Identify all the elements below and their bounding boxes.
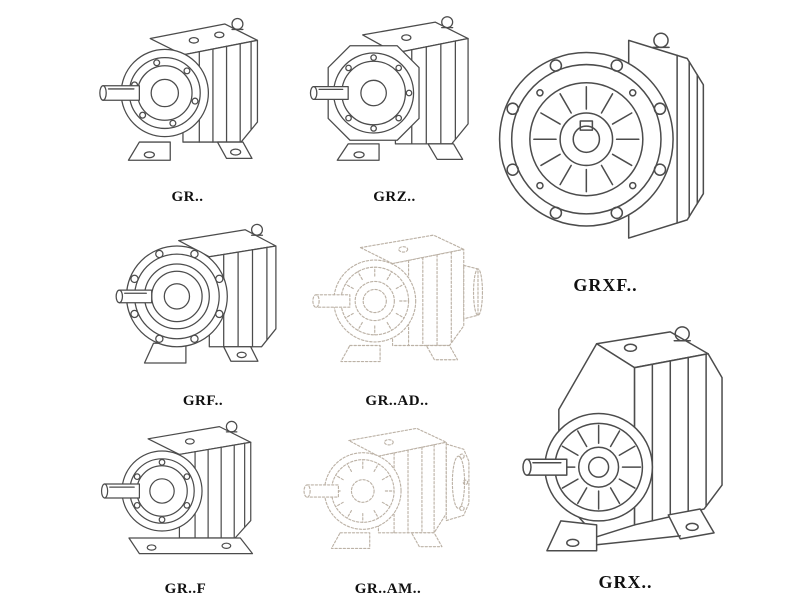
grad-gearbox-drawing xyxy=(292,212,502,390)
gr-gearbox-drawing xyxy=(85,4,290,186)
figure-gram: GR..AM.. xyxy=(288,404,488,600)
figure-label-gram: GR..AM.. xyxy=(354,581,422,597)
grfoot-gearbox-drawing xyxy=(83,404,288,578)
figure-grfoot: GR..F xyxy=(83,404,288,600)
grxf-gearbox-drawing xyxy=(488,0,723,272)
figure-label-gr: GR.. xyxy=(171,188,204,205)
figure-grz: GRZ.. xyxy=(292,4,497,208)
figure-label-grf: GRF.. xyxy=(182,393,224,409)
grx-gearbox-drawing xyxy=(498,300,753,569)
figure-label-grx: GRX.. xyxy=(598,571,653,592)
figure-grf: GRF.. xyxy=(98,210,308,412)
figure-label-grxf: GRXF.. xyxy=(573,275,638,296)
gram-gearbox-drawing xyxy=(288,404,488,578)
figure-grxf: GRXF.. xyxy=(488,0,723,300)
figure-gr: GR.. xyxy=(85,4,290,208)
figure-label-grz: GRZ.. xyxy=(373,188,416,205)
figure-label-grad: GR..AD.. xyxy=(365,393,429,409)
grf-gearbox-drawing xyxy=(98,210,308,390)
figure-label-grfoot: GR..F xyxy=(164,581,207,597)
grz-gearbox-drawing xyxy=(292,4,497,186)
figure-grad: GR..AD.. xyxy=(292,212,502,412)
figure-grx: GRX.. xyxy=(498,300,753,596)
